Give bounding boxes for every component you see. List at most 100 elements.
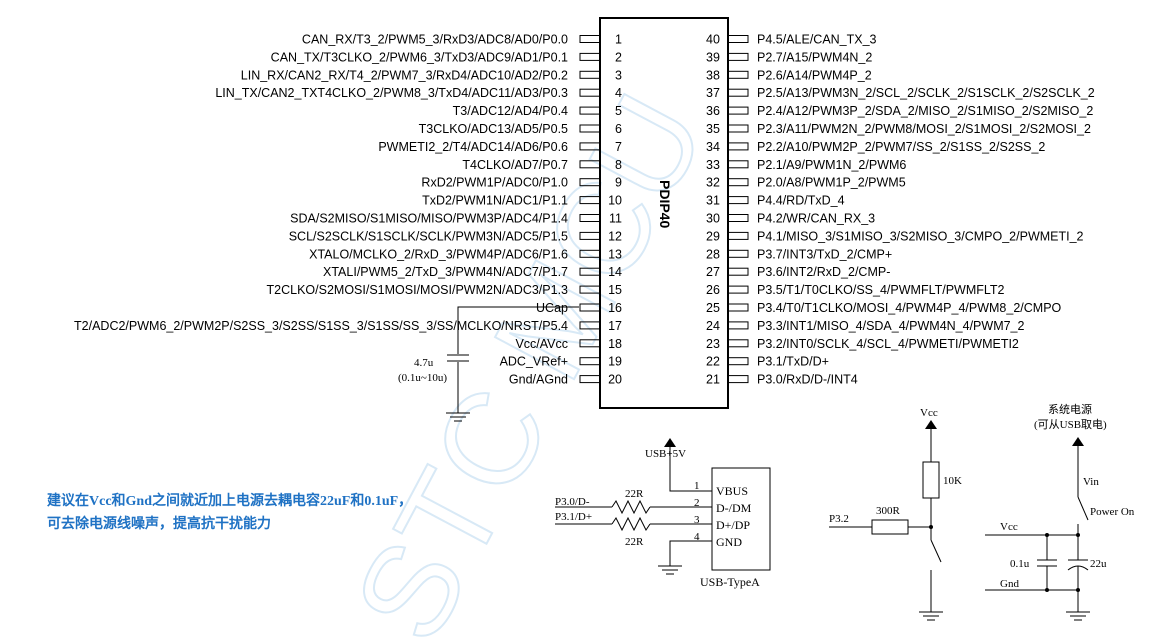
left-pin-stub (579, 52, 601, 61)
right-pin-number: 32 (706, 176, 720, 190)
right-pin-number: 29 (706, 229, 720, 243)
vin-arrow-icon (1072, 437, 1084, 446)
left-pin-label: XTALI/PWM5_2/TxD_3/PWM4N/ADC7/P1.7 (323, 265, 568, 279)
right-pin-label: P3.3/INT1/MISO_4/SDA_4/PWM4N_4/PWM7_2 (757, 319, 1025, 333)
left-pin-label: PWMETI2_2/T4/ADC14/AD6/P0.6 (378, 140, 568, 154)
chip-package-label: PDIP40 (657, 180, 673, 228)
power-title-2: (可从USB取电) (1034, 418, 1107, 431)
left-pin-number: 8 (615, 158, 622, 172)
right-pin-label: P2.4/A12/PWM3P_2/SDA_2/MISO_2/S1MISO_2/S… (757, 104, 1093, 118)
right-pin-number: 24 (706, 319, 720, 333)
right-pin-number: 26 (706, 283, 720, 297)
left-pin-number: 19 (608, 355, 622, 369)
right-pin-stub (727, 196, 749, 205)
note-line-1: 建议在Vcc和Gnd之间就近加上电源去耦电容22uF和0.1uF， (47, 492, 412, 509)
right-pin-number: 25 (706, 301, 720, 315)
reset-circuit: Vcc 10K 300R P3.2 (829, 407, 962, 621)
left-pin-number: 6 (615, 122, 622, 136)
left-pin-label: T3CLKO/ADC13/AD5/P0.5 (419, 122, 568, 136)
left-pin-label: UCap (536, 301, 568, 315)
usb-connector-body (711, 467, 771, 571)
ucap-capacitor: 4.7u (0.1u~10u) (398, 306, 579, 422)
left-pin-number: 10 (608, 194, 622, 208)
chip-body (599, 17, 729, 409)
left-pin-label: LIN_RX/CAN2_RX/T4_2/PWM7_3/RxD4/ADC10/AD… (241, 68, 568, 82)
right-pin-label: P2.0/A8/PWM1P_2/PWM5 (757, 176, 906, 190)
usb-pin-name-3: D+/DP (716, 518, 750, 532)
left-pin-stub (579, 357, 601, 366)
usb-net-dp: P3.1/D+ (555, 511, 592, 523)
left-pin-number: 3 (615, 68, 622, 82)
right-pin-label: P2.2/A10/PWM2P_2/PWM7/SS_2/S1SS_2/S2SS_2 (757, 140, 1045, 154)
right-pin-label: P2.3/A11/PWM2N_2/PWM8/MOSI_2/S1MOSI_2/S2… (757, 122, 1091, 136)
usb-supply-arrow-icon (664, 438, 676, 447)
left-pin-stub (579, 88, 601, 97)
left-pin-label: SCL/S2SCLK/S1SCLK/SCLK/PWM3N/ADC5/P1.5 (289, 229, 568, 243)
right-pin-stub (727, 321, 749, 330)
right-pin-stub (727, 70, 749, 79)
right-pin-label: P2.6/A14/PWM4P_2 (757, 68, 872, 82)
right-pin-label: P3.4/T0/T1CLKO/MOSI_4/PWM4P_4/PWM8_2/CMP… (757, 301, 1062, 315)
cap-small-value: 0.1u (1010, 558, 1030, 570)
right-pin-stub (727, 52, 749, 61)
left-pin-number: 12 (608, 229, 622, 243)
left-pin-number: 13 (608, 247, 622, 261)
ucap-value: 4.7u (414, 357, 434, 369)
right-pin-number: 40 (706, 33, 720, 47)
left-pin-number: 17 (608, 319, 622, 333)
usb-pin-num-2: 2 (694, 497, 700, 509)
right-pin-number: 23 (706, 337, 720, 351)
right-pin-label: P3.2/INT0/SCLK_4/SCL_4/PWMETI/PWMETI2 (757, 337, 1019, 351)
right-pin-label: P3.6/INT2/RxD_2/CMP- (757, 265, 890, 279)
left-pin-stub (579, 160, 601, 169)
right-pin-stub (727, 88, 749, 97)
usb-net-dm: P3.0/D- (555, 496, 590, 508)
left-pin-stub (579, 321, 601, 330)
left-pin-label: T2CLKO/S2MOSI/S1MOSI/MOSI/PWM2N/ADC3/P1.… (267, 283, 569, 297)
left-pin-stub (579, 70, 601, 79)
left-pin-number: 7 (615, 140, 622, 154)
left-pin-stub (579, 142, 601, 151)
power-vcc-label: Vcc (1000, 521, 1018, 533)
usb-supply-label: USB+5V (645, 448, 686, 460)
vin-label: Vin (1083, 476, 1099, 488)
right-pin-label: P3.0/RxD/D-/INT4 (757, 373, 858, 387)
usb-pin-num-1: 1 (694, 480, 700, 492)
left-pin-number: 20 (608, 373, 622, 387)
right-pin-stub (727, 160, 749, 169)
power-switch-label: Power On (1090, 506, 1135, 518)
right-pin-label: P2.7/A15/PWM4N_2 (757, 50, 872, 64)
right-pin-number: 22 (706, 355, 720, 369)
right-pin-number: 28 (706, 247, 720, 261)
power-gnd-label: Gnd (1000, 578, 1019, 590)
left-pin-number: 5 (615, 104, 622, 118)
right-pin-stub (727, 231, 749, 240)
left-pin-label: Gnd/AGnd (509, 373, 568, 387)
left-pin-label: T2/ADC2/PWM6_2/PWM2P/S2SS_3/S2SS/S1SS_3/… (74, 319, 568, 333)
right-pin-label: P4.5/ALE/CAN_TX_3 (757, 33, 877, 47)
reset-vcc-label: Vcc (920, 407, 938, 419)
left-pin-stub (579, 178, 601, 187)
usb-pin-num-3: 3 (694, 514, 700, 526)
left-pin-label: TxD2/PWM1N/ADC1/P1.1 (422, 194, 568, 208)
right-pin-stub (727, 267, 749, 276)
reset-net-label: P3.2 (829, 513, 849, 525)
right-pin-stub (727, 249, 749, 258)
left-pin-label: ADC_VRef+ (500, 355, 568, 369)
usb-r-top: 22R (625, 488, 644, 500)
series-r-value: 300R (876, 505, 901, 517)
left-pin-label: CAN_RX/T3_2/PWM5_3/RxD3/ADC8/AD0/P0.0 (302, 33, 568, 47)
left-pin-number: 4 (615, 86, 622, 100)
vcc-arrow-icon (925, 420, 937, 429)
right-pin-stub (727, 339, 749, 348)
right-pin-stub (727, 106, 749, 115)
ucap-range: (0.1u~10u) (398, 372, 447, 384)
left-pin-label: SDA/S2MISO/S1MISO/MISO/PWM3P/ADC4/P1.4 (290, 212, 568, 226)
right-pin-label: P2.5/A13/PWM3N_2/SCL_2/SCLK_2/S1SCLK_2/S… (757, 86, 1095, 100)
left-pin-number: 18 (608, 337, 622, 351)
left-pin-stub (579, 375, 601, 384)
left-pin-number: 16 (608, 301, 622, 315)
right-pin-stub (727, 357, 749, 366)
